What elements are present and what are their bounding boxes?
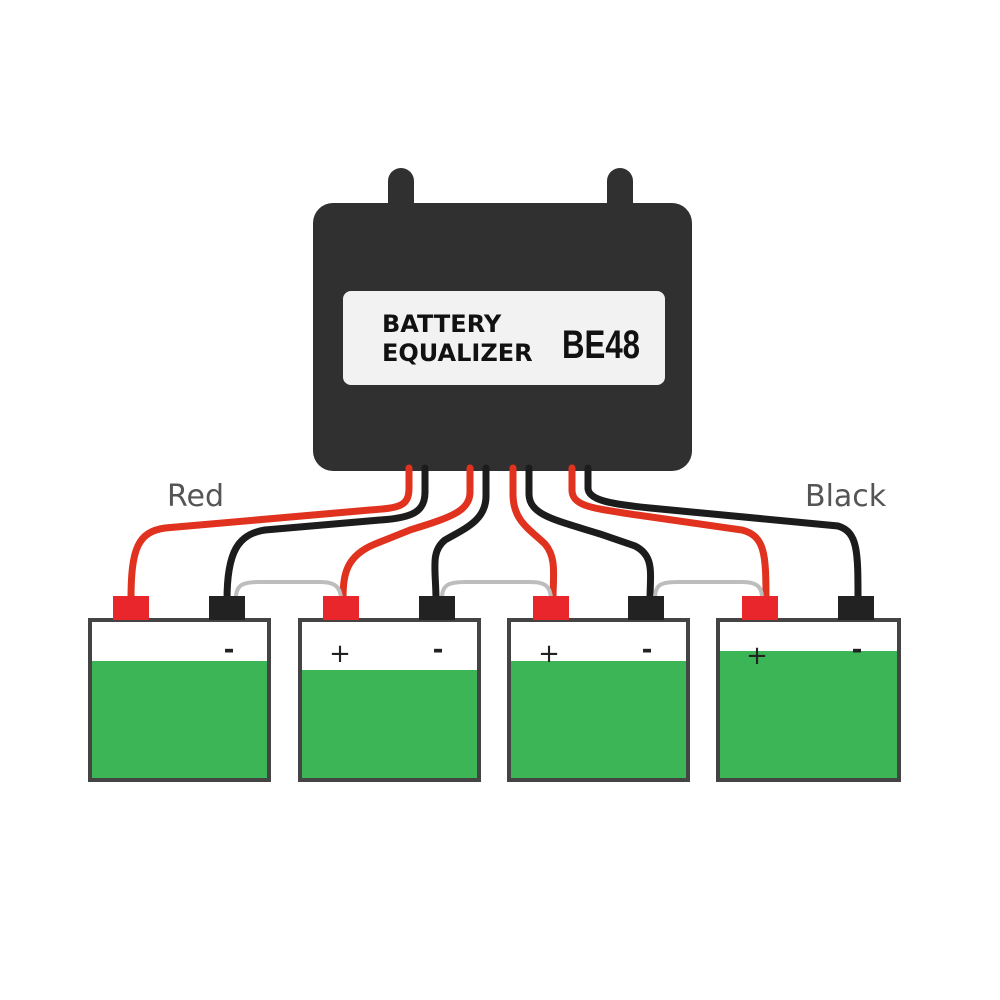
positive-terminal [742,596,778,620]
battery-fill [92,661,267,778]
equalizer-model: BE48 [562,323,640,367]
black-wire-label: Black [805,479,887,514]
battery-fill [302,670,477,778]
equalizer-title-line2: EQUALIZER [382,339,533,367]
red-wire-label: Red [167,479,224,514]
wire-black-battery-1 [223,488,429,604]
negative-terminal [628,596,664,620]
negative-terminal [838,596,874,620]
wire-red-battery-1 [127,484,413,604]
battery-fill [720,651,897,778]
battery-fill [511,661,686,778]
positive-sign: + [329,639,351,669]
equalizer-label-panel [343,291,665,385]
battery-case [507,618,690,782]
negative-terminal [209,596,245,620]
negative-terminal [419,596,455,620]
positive-sign: + [746,641,768,671]
wire-black-battery-2 [431,492,490,604]
equalizer-title-line1: BATTERY [382,310,502,338]
wire-red-battery-2 [339,488,474,604]
negative-sign: - [642,635,653,665]
series-link-2-3 [440,580,553,599]
positive-sign: + [538,639,560,669]
negative-sign: - [433,635,444,665]
positive-terminal [533,596,569,620]
battery-2: + - [298,596,481,782]
positive-terminal [113,596,149,620]
battery-case [716,618,901,782]
cable-stubs [405,464,592,500]
wire-black-battery-3 [525,490,655,604]
battery-3: + - [507,596,690,782]
battery-case [298,618,481,782]
battery-4: + - [716,596,901,782]
battery-1: - [88,596,271,782]
wire-red-battery-3 [509,490,558,604]
equalizer-device: BATTERY EQUALIZER BE48 [313,168,692,471]
series-links [234,580,764,599]
negative-sign: - [852,635,863,665]
wires [127,484,862,604]
positive-terminal [323,596,359,620]
wire-red-battery-4 [568,486,770,604]
series-link-3-4 [653,580,764,599]
battery-case [88,618,271,782]
negative-sign: - [224,635,235,665]
wire-black-battery-4 [584,484,862,604]
series-link-1-2 [234,580,343,599]
